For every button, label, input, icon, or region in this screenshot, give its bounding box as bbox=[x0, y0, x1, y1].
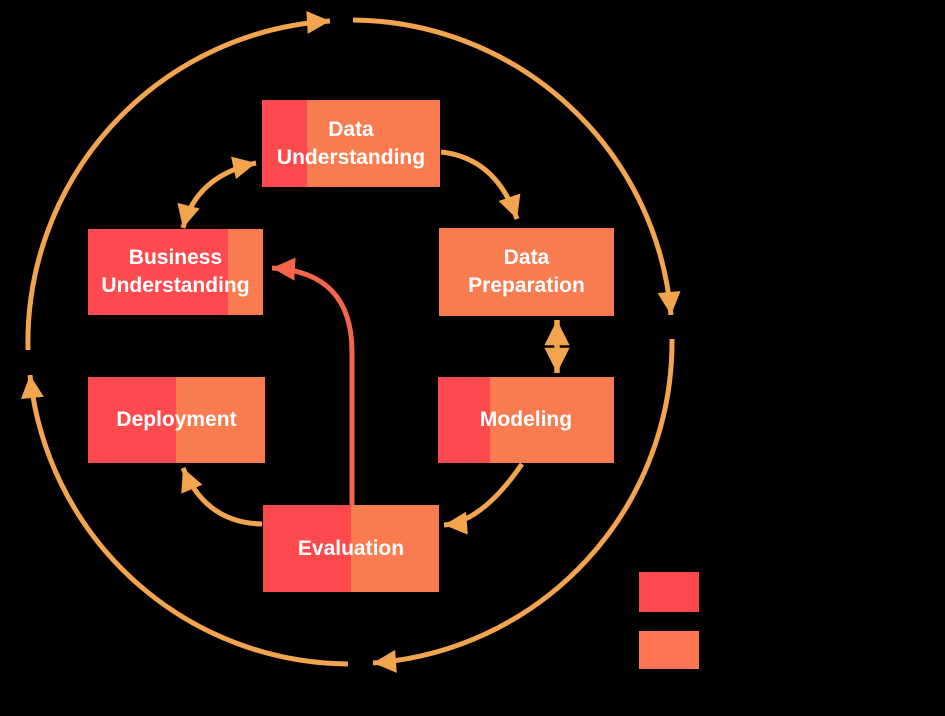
node-label: Data Understanding bbox=[276, 117, 426, 169]
edge-evaluation-business-understanding-return bbox=[271, 257, 355, 510]
node-red-strip bbox=[263, 505, 351, 592]
node-label: Data Preparation bbox=[468, 246, 585, 297]
outer-arc-left-to-top-arrow bbox=[25, 10, 331, 351]
node-deployment: Deployment bbox=[88, 377, 265, 463]
outer-arc-right-to-bottom-arrow bbox=[372, 338, 675, 673]
node-label: Business Understanding bbox=[101, 246, 250, 297]
node-label: Evaluation bbox=[297, 536, 405, 560]
node-label: Deployment bbox=[116, 408, 237, 432]
edge-data-understanding-data-preparation bbox=[440, 149, 521, 220]
node-label: Modeling bbox=[479, 408, 573, 432]
legend-red-swatch bbox=[639, 572, 699, 612]
node-red-strip bbox=[88, 377, 176, 463]
outer-arc-bottom-to-left-arrow bbox=[20, 374, 349, 667]
node-data-understanding: Data Understanding bbox=[262, 100, 440, 187]
edge-evaluation-deployment bbox=[180, 467, 263, 527]
edge-business-understanding-data-understanding bbox=[177, 156, 257, 229]
outer-arc-top-to-right-arrow bbox=[352, 17, 681, 316]
node-modeling: Modeling bbox=[438, 377, 614, 463]
node-evaluation: Evaluation bbox=[263, 505, 439, 592]
node-red-strip bbox=[262, 100, 307, 187]
node-red-strip bbox=[438, 377, 490, 463]
node-business-understanding: Business Understanding bbox=[88, 229, 263, 315]
legend-orange-swatch bbox=[639, 631, 699, 669]
node-red-strip bbox=[88, 229, 228, 315]
node-data-preparation: Data Preparation bbox=[439, 228, 614, 316]
legend bbox=[639, 572, 699, 669]
edge-modeling-evaluation bbox=[443, 462, 525, 535]
